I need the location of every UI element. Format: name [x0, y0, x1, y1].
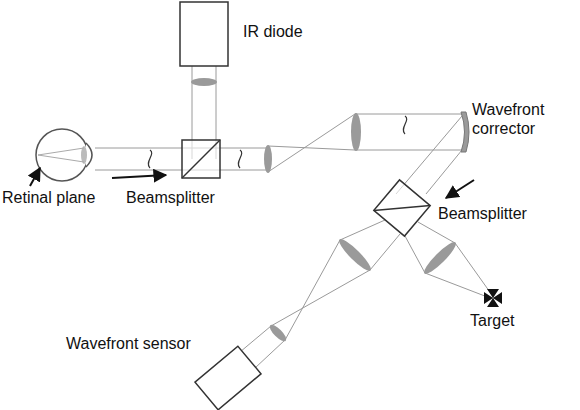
beamsplitter-diagonal: [374, 180, 430, 236]
beam: [268, 114, 355, 172]
light-beams: [95, 66, 492, 368]
beam: [405, 236, 425, 273]
beam: [418, 222, 455, 243]
wavefront-sensor: [195, 346, 261, 410]
beamsplitter-cube: [374, 180, 430, 236]
part-label: Beamsplitter: [126, 188, 215, 207]
part-label: Target: [470, 311, 514, 330]
beamsplitter-cube: [182, 140, 220, 178]
beamsplitter-diagonal: [182, 140, 220, 178]
part-label: Beamsplitter: [438, 204, 527, 223]
beam: [370, 234, 400, 270]
beam: [271, 270, 370, 326]
beam: [255, 340, 285, 368]
lens: [351, 113, 361, 151]
lens: [264, 145, 272, 173]
leader-arrow: [446, 180, 474, 198]
beam: [355, 150, 462, 151]
beam: [426, 150, 462, 194]
beam: [425, 273, 490, 298]
beamsplitter-cube: [374, 180, 430, 236]
device-label: Wavefront sensor: [66, 334, 191, 353]
device-label: IR diode: [243, 22, 303, 41]
wave-symbol: [148, 150, 151, 168]
beam: [240, 326, 271, 352]
wave-symbol: [403, 116, 406, 134]
part-label: Wavefront corrector: [472, 100, 572, 138]
target-symbol: [484, 289, 502, 307]
part-label: Retinal plane: [2, 188, 95, 207]
wave-symbol: [238, 150, 241, 168]
beam: [285, 240, 340, 340]
leader-arrow: [112, 175, 166, 178]
lens: [267, 322, 288, 343]
beam: [355, 114, 462, 115]
lens: [191, 78, 217, 86]
wavefront-corrector-mirror: [461, 112, 469, 152]
leader-arrow: [30, 168, 40, 186]
ir-diode-box: [180, 2, 228, 66]
lens: [336, 236, 374, 274]
beam: [340, 220, 385, 240]
wavefront-sensor-box: [195, 346, 261, 410]
eye-ray: [38, 148, 84, 155]
eye-ray: [38, 155, 84, 162]
lens: [421, 239, 459, 277]
beam: [268, 146, 355, 150]
beam: [396, 116, 462, 194]
eye: [36, 129, 88, 181]
